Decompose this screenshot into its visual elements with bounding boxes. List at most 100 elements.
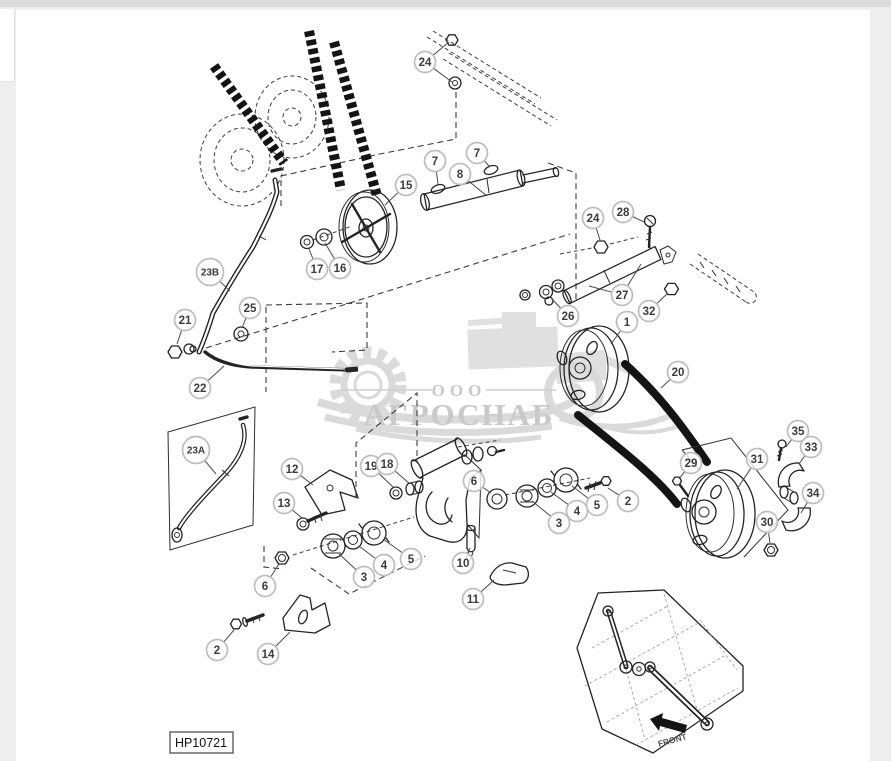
- svg-text:31: 31: [751, 454, 764, 466]
- svg-text:23A: 23A: [187, 446, 205, 457]
- callout-6: 6: [462, 469, 486, 493]
- callout-leader-2: [223, 629, 235, 643]
- washers-16-17: [299, 228, 333, 250]
- hex-nut-30: [763, 543, 779, 557]
- callout-19: 19: [359, 454, 383, 478]
- callout-4: 4: [565, 499, 589, 523]
- svg-text:28: 28: [617, 207, 630, 219]
- svg-text:4: 4: [574, 506, 581, 518]
- callout-2: 2: [205, 638, 229, 662]
- callout-24: 24: [413, 50, 437, 74]
- callout-24: 24: [581, 206, 605, 230]
- callout-leader-32: [656, 292, 669, 305]
- front-arrow-icon: [650, 713, 687, 733]
- bolt-2-left: [229, 613, 265, 630]
- carriage-bolt-near-29: [671, 476, 690, 498]
- callout-leader-8: [467, 180, 488, 197]
- drive-pulley-31: [680, 469, 756, 559]
- callout-leader-23A: [204, 460, 217, 475]
- svg-text:5: 5: [408, 554, 415, 566]
- callout-7: 7: [423, 149, 447, 173]
- bolt-35: [776, 439, 787, 462]
- drawing-number-box: HP10721: [169, 731, 234, 754]
- belt-guide-33: [777, 462, 805, 488]
- callout-leader-30: [768, 532, 771, 544]
- callout-leader-24: [595, 227, 601, 241]
- watermark: ООО АГРОСНАБ: [316, 312, 685, 444]
- callout-1: 1: [615, 310, 639, 334]
- callout-leader-4: [358, 545, 376, 559]
- callout-23B: 23B: [195, 257, 225, 287]
- callout-leader-12: [300, 475, 314, 486]
- idler-shaft-8: [419, 166, 560, 211]
- callout-17: 17: [305, 257, 329, 281]
- callout-leader-15: [384, 191, 399, 206]
- callout-leader-17: [308, 248, 314, 260]
- belt-run-left: [209, 63, 289, 166]
- rod-27: [563, 245, 662, 305]
- callout-10: 10: [451, 551, 475, 575]
- callout-15: 15: [394, 173, 418, 197]
- drive-belts-striped: [209, 30, 382, 198]
- callout-32: 32: [637, 299, 661, 323]
- belt-run-middle: [304, 30, 346, 191]
- callout-leader-5: [382, 538, 403, 554]
- belt-guide-34: [781, 507, 812, 532]
- phantom-channel: [689, 253, 755, 303]
- svg-text:6: 6: [262, 581, 268, 593]
- washer-near-21: [183, 343, 195, 355]
- svg-text:32: 32: [643, 306, 656, 318]
- callout-leader-13: [291, 509, 303, 519]
- callout-13: 13: [272, 491, 296, 515]
- callout-leader-33: [798, 455, 806, 465]
- top-chrome-bar: [0, 0, 891, 7]
- callout-leader-29: [678, 471, 686, 480]
- callout-12: 12: [280, 457, 304, 481]
- adjusting-rod-27-group: [519, 214, 757, 306]
- svg-text:33: 33: [805, 442, 818, 454]
- bushings-19-18: [389, 480, 424, 500]
- spacer-bushing-33-34: [779, 485, 799, 505]
- svg-text:8: 8: [457, 169, 464, 181]
- callout-2: 2: [616, 489, 640, 513]
- callout-8: 8: [448, 162, 472, 186]
- svg-text:24: 24: [587, 213, 600, 225]
- callout-20: 20: [666, 360, 690, 384]
- callout-leader-27: [588, 285, 613, 293]
- svg-text:26: 26: [562, 311, 575, 323]
- callout-25: 25: [238, 296, 262, 320]
- front-label: FRONT: [657, 731, 689, 748]
- callout-leader-31: [736, 467, 752, 490]
- bearing-train-right-3-4-5-2: [515, 467, 612, 508]
- hex-nut-6-left: [274, 551, 290, 565]
- callout-33: 33: [799, 435, 823, 459]
- hex-nut: [445, 34, 459, 46]
- inset-location-view: FRONT: [576, 589, 744, 754]
- callout-leader-21: [176, 329, 183, 345]
- svg-text:34: 34: [807, 488, 820, 500]
- callout-5: 5: [585, 493, 609, 517]
- tension-rod-22: [203, 350, 359, 373]
- svg-text:3: 3: [556, 518, 562, 530]
- svg-text:27: 27: [616, 290, 629, 302]
- washer-26c: [551, 279, 565, 293]
- v-belt-20: [621, 360, 711, 466]
- callout-leader-1: [610, 330, 622, 345]
- bolt-2-right-head: [600, 476, 612, 486]
- svg-text:6: 6: [471, 476, 477, 488]
- svg-text:24: 24: [419, 57, 432, 69]
- svg-text:7: 7: [432, 156, 438, 168]
- washer-26a: [519, 289, 531, 301]
- v-belt-29: [574, 411, 681, 508]
- callout-35: 35: [786, 419, 810, 443]
- angle-bracket-14: [282, 594, 331, 634]
- svg-text:2: 2: [625, 496, 631, 508]
- callout-leader-24: [432, 41, 450, 56]
- callout-14: 14: [256, 642, 280, 666]
- callout-leader-10: [466, 547, 471, 554]
- callout-leader-16: [324, 242, 336, 260]
- svg-text:35: 35: [792, 426, 805, 438]
- callout-26: 26: [556, 304, 580, 328]
- callout-28: 28: [611, 200, 635, 224]
